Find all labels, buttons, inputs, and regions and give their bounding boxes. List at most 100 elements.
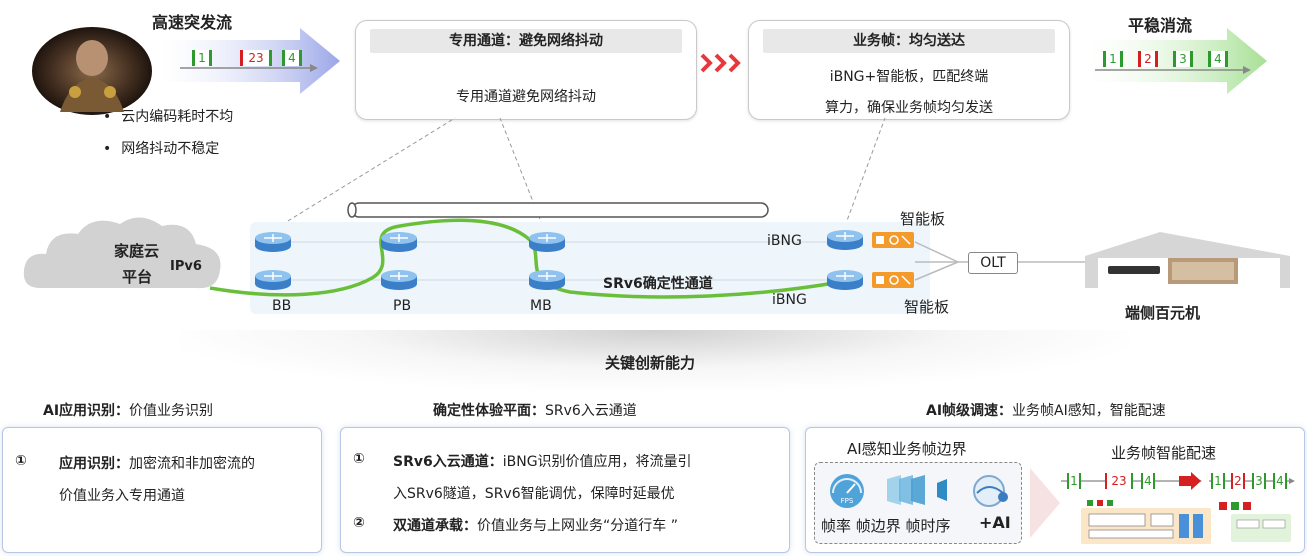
pacing-timeline: 1 23 4 1 2 3 4 bbox=[1061, 466, 1297, 496]
router-icon bbox=[380, 232, 418, 252]
router-icon bbox=[826, 270, 864, 290]
cloud-label-line1: 家庭云 bbox=[114, 242, 160, 260]
smooth-title: 平稳消流 bbox=[1128, 16, 1193, 35]
avatar-photo bbox=[30, 26, 155, 116]
router-icon bbox=[254, 270, 292, 290]
p2-bold-2: 双通道承载： bbox=[393, 518, 477, 534]
col2-title-bold: 确定性体验平面： bbox=[433, 403, 545, 419]
fps-gauge-icon: FPS bbox=[825, 473, 869, 509]
smart-board-bottom-label: 智能板 bbox=[904, 298, 950, 316]
router-icon bbox=[380, 270, 418, 290]
mb-label: MB bbox=[530, 298, 552, 314]
router-icon bbox=[528, 232, 566, 252]
frame-timing-icon bbox=[967, 473, 1013, 509]
col3-title-rest: 业务帧AI感知，智能配速 bbox=[1012, 403, 1166, 419]
bullet-item: •网络抖动不稳定 bbox=[103, 138, 219, 158]
pace-after-2: 2 bbox=[1231, 473, 1245, 489]
col2-title: 确定性体验平面：SRv6入云通道 bbox=[433, 400, 637, 420]
dedicated-channel-text: 专用通道避免网络抖动 bbox=[456, 89, 596, 105]
pace-before-1: 1 bbox=[1067, 473, 1081, 489]
bb-label: BB bbox=[272, 298, 292, 314]
pace-before-4: 4 bbox=[1141, 473, 1155, 489]
burst-packet-1: 1 bbox=[192, 50, 212, 66]
p3-metric-labels: 帧率 帧边界 帧时序 bbox=[821, 517, 951, 535]
p2-line1: SRv6入云通道：iBNG识别价值应用，将流量引 bbox=[393, 451, 692, 471]
p3-plus-ai: +AI bbox=[979, 513, 1011, 532]
p2-line1-text: iBNG识别价值应用，将流量引 bbox=[502, 454, 692, 470]
bullet-text: 云内编码耗时不均 bbox=[121, 109, 234, 125]
pace-after-1: 1 bbox=[1211, 473, 1225, 489]
network-diagram bbox=[23, 117, 1290, 314]
smooth-packet-2: 2 bbox=[1138, 51, 1158, 67]
ibng-bottom-label: iBNG bbox=[772, 292, 807, 308]
smooth-packet-1: 1 bbox=[1103, 51, 1123, 67]
cloud-label-line2: 平台 bbox=[122, 268, 153, 286]
pace-packet-label: 4 bbox=[1276, 474, 1284, 488]
p2-line3-text: 价值业务与上网业务“分道行车 ” bbox=[477, 518, 678, 534]
col2-title-rest: SRv6入云通道 bbox=[545, 403, 637, 419]
col1-title-rest: 价值业务识别 bbox=[129, 403, 214, 419]
col1-title: AI应用识别：价值业务识别 bbox=[43, 400, 213, 420]
router-icon bbox=[528, 270, 566, 290]
business-frame-title: 业务帧：均匀送达 bbox=[763, 29, 1055, 53]
pace-after-4: 4 bbox=[1273, 473, 1287, 489]
smooth-packet-label: 2 bbox=[1144, 52, 1152, 66]
p2-bold-1: SRv6入云通道： bbox=[393, 454, 503, 470]
burst-packet-label: 4 bbox=[288, 51, 296, 65]
chevron-arrows-icon bbox=[700, 52, 746, 74]
dedicated-channel-title: 专用通道：避免网络抖动 bbox=[370, 29, 682, 53]
ai-recognition-panel: ① 应用识别：加密流和非加密流的 价值业务入专用通道 bbox=[2, 427, 322, 553]
burst-packet-label: 23 bbox=[248, 51, 264, 65]
smooth-packet-label: 4 bbox=[1214, 52, 1222, 66]
srv6-channel-label: SRv6确定性通道 bbox=[603, 276, 713, 292]
olt-label: OLT bbox=[980, 255, 1006, 271]
ipv6-label: IPv6 bbox=[170, 259, 202, 274]
col1-title-bold: AI应用识别： bbox=[43, 403, 130, 419]
pace-packet-label: 2 bbox=[1234, 474, 1242, 488]
smooth-packet-label: 3 bbox=[1179, 52, 1187, 66]
p1-line1-text: 加密流和非加密流的 bbox=[129, 456, 255, 472]
col3-title-bold: AI帧级调速： bbox=[926, 403, 1013, 419]
p1-bold: 应用识别： bbox=[59, 456, 129, 472]
p1-line1: 应用识别：加密流和非加密流的 bbox=[59, 453, 255, 473]
p3-ai-title: AI感知业务帧边界 bbox=[847, 440, 967, 458]
burst-packet-23: 23 bbox=[240, 50, 272, 66]
business-frame-line1: iBNG+智能板，匹配终端 bbox=[829, 69, 989, 85]
bullet-item: • 云内编码耗时不均 bbox=[103, 106, 233, 126]
bullet-dot: • bbox=[103, 109, 112, 125]
smart-board-top-label: 智能板 bbox=[900, 210, 946, 228]
col3-title: AI帧级调速：业务帧AI感知，智能配速 bbox=[926, 400, 1166, 420]
business-frame-line2: 算力，确保业务帧均匀发送 bbox=[825, 100, 993, 116]
business-frame-box: 业务帧：均匀送达 iBNG+智能板，匹配终端 算力，确保业务帧均匀发送 bbox=[748, 20, 1070, 120]
p3-pace-title: 业务帧智能配速 bbox=[1111, 444, 1217, 462]
pb-label: PB bbox=[393, 298, 412, 314]
deterministic-plane-panel: ① SRv6入云通道：iBNG识别价值应用，将流量引 入SRv6隧道，SRv6智… bbox=[340, 427, 790, 553]
board-schematic bbox=[1081, 500, 1295, 546]
p2-line2: 入SRv6隧道，SRv6智能调优，保障时延最优 bbox=[393, 486, 675, 502]
frame-boundary-icon bbox=[885, 473, 953, 509]
smooth-packet-3: 3 bbox=[1173, 51, 1193, 67]
p2-line3: 双通道承载：价值业务与上网业务“分道行车 ” bbox=[393, 515, 678, 535]
key-innovation-heading: 关键创新能力 bbox=[605, 354, 696, 372]
router-icon bbox=[826, 230, 864, 250]
smart-board-icon bbox=[872, 270, 914, 290]
p2-number-1: ① bbox=[353, 451, 365, 467]
pace-packet-label: 4 bbox=[1144, 474, 1152, 488]
olt-box: OLT bbox=[968, 252, 1018, 274]
ai-frame-pacing-panel: AI感知业务帧边界 FPS 帧率 帧边界 帧时序 +AI 业务帧智能配速 1 2… bbox=[805, 427, 1305, 553]
p1-line2: 价值业务入专用通道 bbox=[59, 488, 185, 504]
pace-packet-label: 23 bbox=[1111, 474, 1127, 488]
ai-to-pacing-arrow bbox=[1030, 468, 1060, 538]
smart-board-icon bbox=[872, 230, 914, 250]
terminal-label: 端侧百元机 bbox=[1125, 304, 1201, 322]
dedicated-channel-box: 专用通道：避免网络抖动 专用通道避免网络抖动 bbox=[355, 20, 697, 120]
router-icon bbox=[254, 232, 292, 252]
burst-packet-label: 1 bbox=[198, 51, 206, 65]
pace-before-23: 23 bbox=[1105, 473, 1133, 489]
fps-text: FPS bbox=[841, 497, 854, 505]
bullet-dot: • bbox=[103, 141, 112, 157]
pace-packet-label: 1 bbox=[1070, 474, 1078, 488]
pace-after-3: 3 bbox=[1252, 473, 1266, 489]
pace-packet-label: 3 bbox=[1255, 474, 1263, 488]
burst-title: 高速突发流 bbox=[152, 13, 233, 32]
